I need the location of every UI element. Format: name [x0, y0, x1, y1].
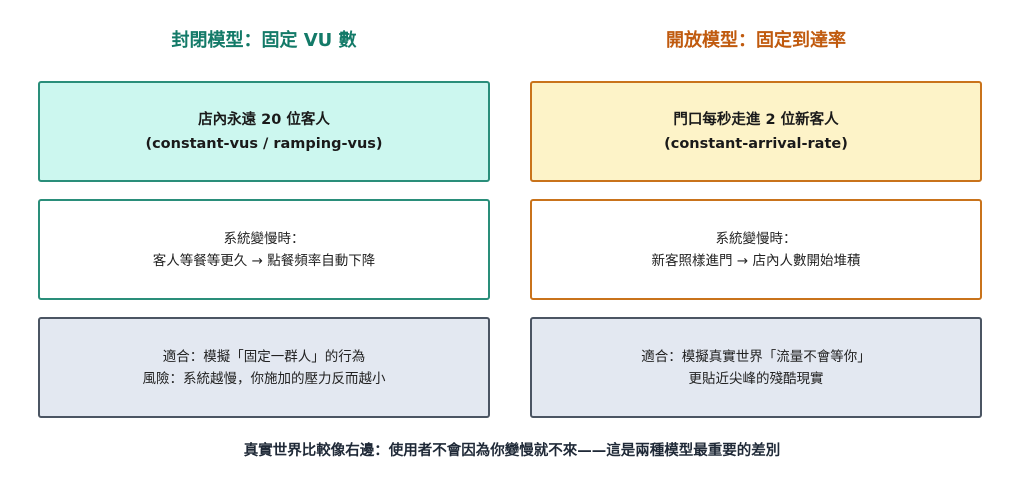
- closed-model-definition-line1: 店內永遠 20 位客人: [198, 111, 330, 128]
- closed-model-definition-line2: (constant-vus / ramping-vus): [145, 135, 383, 152]
- closed-model-fit-line2: 風險：系統越慢，你施加的壓力反而越小: [142, 370, 386, 387]
- open-model-title: 開放模型：固定到達率: [666, 30, 846, 51]
- closed-model-slowdown-line1: 系統變慢時：: [223, 230, 305, 247]
- open-model-slowdown-line1: 系統變慢時：: [715, 230, 797, 247]
- open-model-slowdown-line2: 新客照樣進門 → 店內人數開始堆積: [651, 252, 861, 269]
- footer-conclusion: 真實世界比較像右邊：使用者不會因為你變慢就不來——這是兩種模型最重要的差別: [243, 443, 781, 459]
- closed-model-title: 封閉模型：固定 VU 數: [171, 30, 357, 51]
- open-model-definition-line2: (constant-arrival-rate): [664, 135, 848, 152]
- open-model-definition-line1: 門口每秒走進 2 位新客人: [673, 111, 839, 128]
- closed-model-fit-box: 適合：模擬「固定一群人」的行為 風險：系統越慢，你施加的壓力反而越小: [38, 317, 490, 418]
- closed-model-slowdown-line2: 客人等餐等更久 → 點餐頻率自動下降: [152, 252, 376, 269]
- open-model-definition-box: 門口每秒走進 2 位新客人 (constant-arrival-rate): [530, 81, 982, 182]
- open-model-fit-line2: 更貼近尖峰的殘酷現實: [688, 370, 824, 387]
- closed-model-fit-line1: 適合：模擬「固定一群人」的行為: [162, 348, 366, 365]
- open-model-fit-line1: 適合：模擬真實世界「流量不會等你」: [641, 348, 871, 365]
- open-model-slowdown-box: 系統變慢時： 新客照樣進門 → 店內人數開始堆積: [530, 199, 982, 300]
- open-model-fit-box: 適合：模擬真實世界「流量不會等你」 更貼近尖峰的殘酷現實: [530, 317, 982, 418]
- closed-model-definition-box: 店內永遠 20 位客人 (constant-vus / ramping-vus): [38, 81, 490, 182]
- closed-model-slowdown-box: 系統變慢時： 客人等餐等更久 → 點餐頻率自動下降: [38, 199, 490, 300]
